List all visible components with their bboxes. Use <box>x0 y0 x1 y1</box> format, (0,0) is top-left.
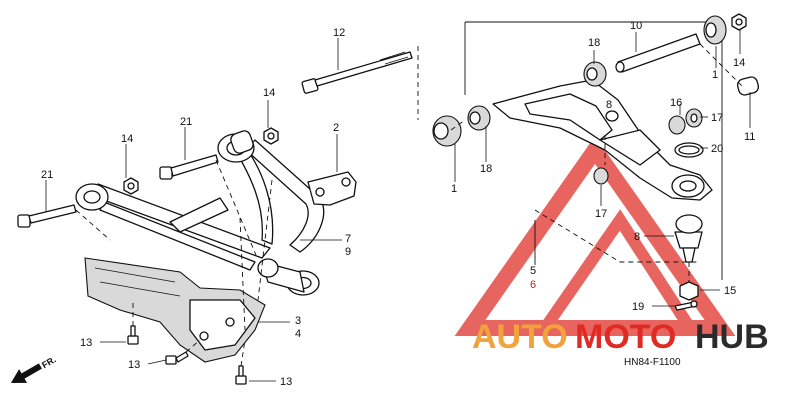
callout-18-left: 18 <box>480 163 492 175</box>
callout-6: 6 <box>530 279 536 291</box>
bolt-12 <box>301 51 413 94</box>
callout-14-mid: 14 <box>263 87 275 99</box>
mount-bracket-2 <box>307 171 357 206</box>
callout-14-left: 14 <box>121 133 133 145</box>
callout-20: 20 <box>711 143 723 155</box>
bushing-1-right <box>703 15 727 45</box>
callout-16: 16 <box>670 97 682 109</box>
front-direction-arrow: FR. <box>10 354 58 383</box>
callout-9: 9 <box>345 246 351 258</box>
callout-21-lower: 21 <box>41 169 53 181</box>
left-assembly-guides <box>75 46 419 367</box>
skid-guard-plate <box>84 257 266 363</box>
callout-14-right: 14 <box>733 57 745 69</box>
callout-1-right: 1 <box>712 69 718 81</box>
watermark-moto: MOTO <box>575 318 676 356</box>
lower-arm-assembly <box>75 183 271 271</box>
fr-label: FR. <box>40 354 58 370</box>
callout-leaders <box>45 30 751 382</box>
bolt-13-c <box>235 365 247 385</box>
bushing-18-left <box>467 105 491 131</box>
callout-17-lower: 17 <box>595 208 607 220</box>
lower-control-arm-right <box>492 79 713 201</box>
diagram-code: HN84-F1100 <box>624 357 681 368</box>
right-bracket-frame <box>464 21 723 280</box>
callout-13-c: 13 <box>280 376 292 388</box>
bushing-1-left <box>432 115 462 147</box>
watermark-auto: AUTO <box>472 318 568 356</box>
callout-5: 5 <box>530 265 536 277</box>
bolt-21-upper <box>159 154 219 180</box>
callout-17-right: 17 <box>711 112 723 124</box>
callout-7: 7 <box>345 233 351 245</box>
seal-17-right <box>685 108 703 128</box>
nut-14-left <box>123 177 139 195</box>
bushing-18-top <box>583 61 607 87</box>
callout-8: 8 <box>634 231 640 243</box>
callout-13-b: 13 <box>128 359 140 371</box>
watermark-brand-text: AUTO MOTO HUB <box>472 318 769 356</box>
callout-1-left: 1 <box>451 183 457 195</box>
callout-13-a: 13 <box>80 337 92 349</box>
seal-17-lower <box>593 167 609 185</box>
callout-21-upper: 21 <box>180 116 192 128</box>
watermark-logo-triangles <box>454 136 736 336</box>
upper-arm-assembly <box>217 130 325 296</box>
callout-4: 4 <box>295 328 301 340</box>
callout-12: 12 <box>333 27 345 39</box>
callout-3: 3 <box>295 315 301 327</box>
right-assembly-guides <box>450 43 745 282</box>
callout-2: 2 <box>333 122 339 134</box>
ball-joint-8-upper <box>605 110 619 122</box>
nut-14-mid <box>263 127 279 145</box>
watermark-hub: HUB <box>695 318 769 356</box>
callout-15: 15 <box>724 285 736 297</box>
callout-10: 10 <box>630 20 642 32</box>
callout-11: 11 <box>744 131 755 143</box>
callout-8-upper: 8 <box>606 99 612 111</box>
nut-14-right <box>731 13 747 31</box>
ball-joint-8 <box>674 214 703 263</box>
callout-19: 19 <box>632 301 644 313</box>
collar-11 <box>736 76 760 96</box>
seal-16 <box>668 115 686 135</box>
bolt-13-b <box>165 351 189 365</box>
bolt-21-lower <box>17 204 77 228</box>
castle-nut-15 <box>679 281 699 301</box>
cotter-pin-19 <box>674 300 698 311</box>
collar-10 <box>615 33 701 73</box>
callout-18-top: 18 <box>588 37 600 49</box>
callout-labels: 12 21 14 21 14 2 7 9 3 4 13 13 13 1 18 1… <box>41 20 755 388</box>
circlip-20 <box>674 142 704 158</box>
bolt-13-a <box>127 325 139 345</box>
